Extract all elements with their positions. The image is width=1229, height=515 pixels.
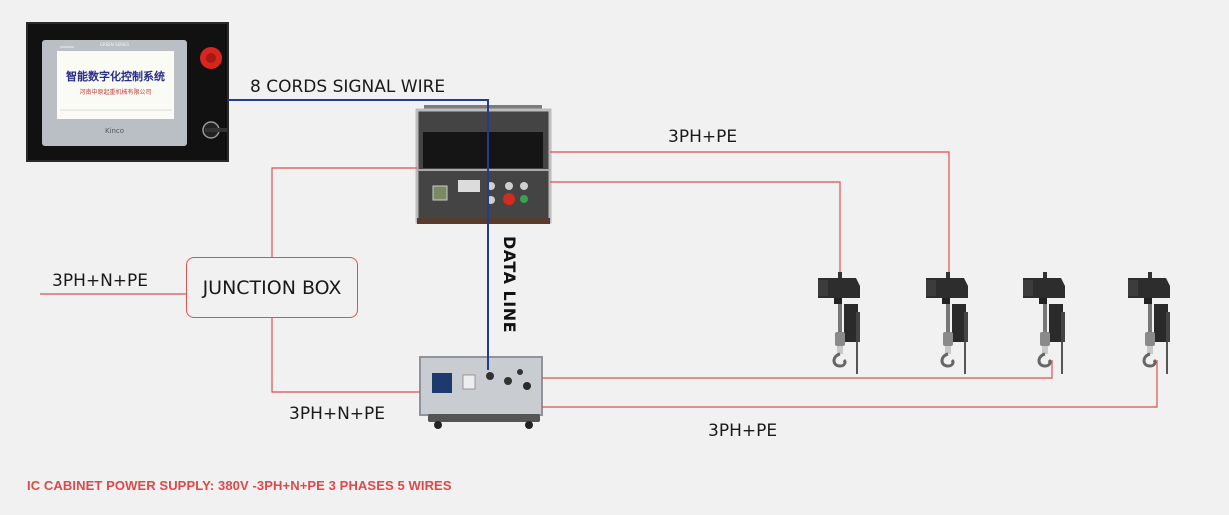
ic-cabinet-top bbox=[415, 105, 552, 224]
junction-to-top-cabinet-wire bbox=[271, 167, 417, 257]
hmi-control-panel bbox=[26, 22, 229, 162]
signal-wire-label: 8 CORDS SIGNAL WIRE bbox=[250, 77, 446, 97]
chain-hoist-icon bbox=[816, 270, 862, 376]
chain-hoist-icon bbox=[1126, 270, 1172, 376]
top-cabinet-to-hoist-2-wire bbox=[550, 151, 950, 278]
hmi-logo: Kinco bbox=[104, 127, 125, 135]
power-wires bbox=[40, 151, 1158, 408]
bottom-cabinet-to-hoist-4-wire bbox=[542, 360, 1158, 408]
ic-cabinet-bottom bbox=[419, 356, 543, 429]
bottom-output-label: 3PH+PE bbox=[708, 421, 778, 441]
data-line-label: DATA LINE bbox=[500, 236, 519, 334]
lower-input-label: 3PH+N+PE bbox=[289, 404, 386, 424]
junction-to-bottom-cabinet-wire bbox=[271, 318, 420, 393]
hmi-brand-tag: GREEN SERIES bbox=[99, 42, 130, 47]
hmi-title: 智能数字化控制系统 bbox=[66, 70, 165, 83]
bottom-cabinet-to-hoist-3-wire bbox=[542, 360, 1053, 379]
hmi-screen bbox=[57, 51, 174, 119]
top-cabinet-to-hoist-1-wire bbox=[550, 181, 841, 278]
junction-box-label: JUNCTION BOX bbox=[202, 276, 342, 299]
signal-data-wire bbox=[228, 99, 489, 370]
main-input-label: 3PH+N+PE bbox=[52, 271, 149, 291]
power-supply-note: IC CABINET POWER SUPPLY: 380V -3PH+N+PE … bbox=[27, 478, 452, 493]
chain-hoist-icon bbox=[924, 270, 970, 376]
chain-hoist-icon bbox=[1021, 270, 1067, 376]
hmi-subtitle: 河南中原起重机械有限公司 bbox=[79, 89, 152, 96]
junction-box: JUNCTION BOX bbox=[186, 257, 358, 318]
top-output-label: 3PH+PE bbox=[668, 127, 738, 147]
